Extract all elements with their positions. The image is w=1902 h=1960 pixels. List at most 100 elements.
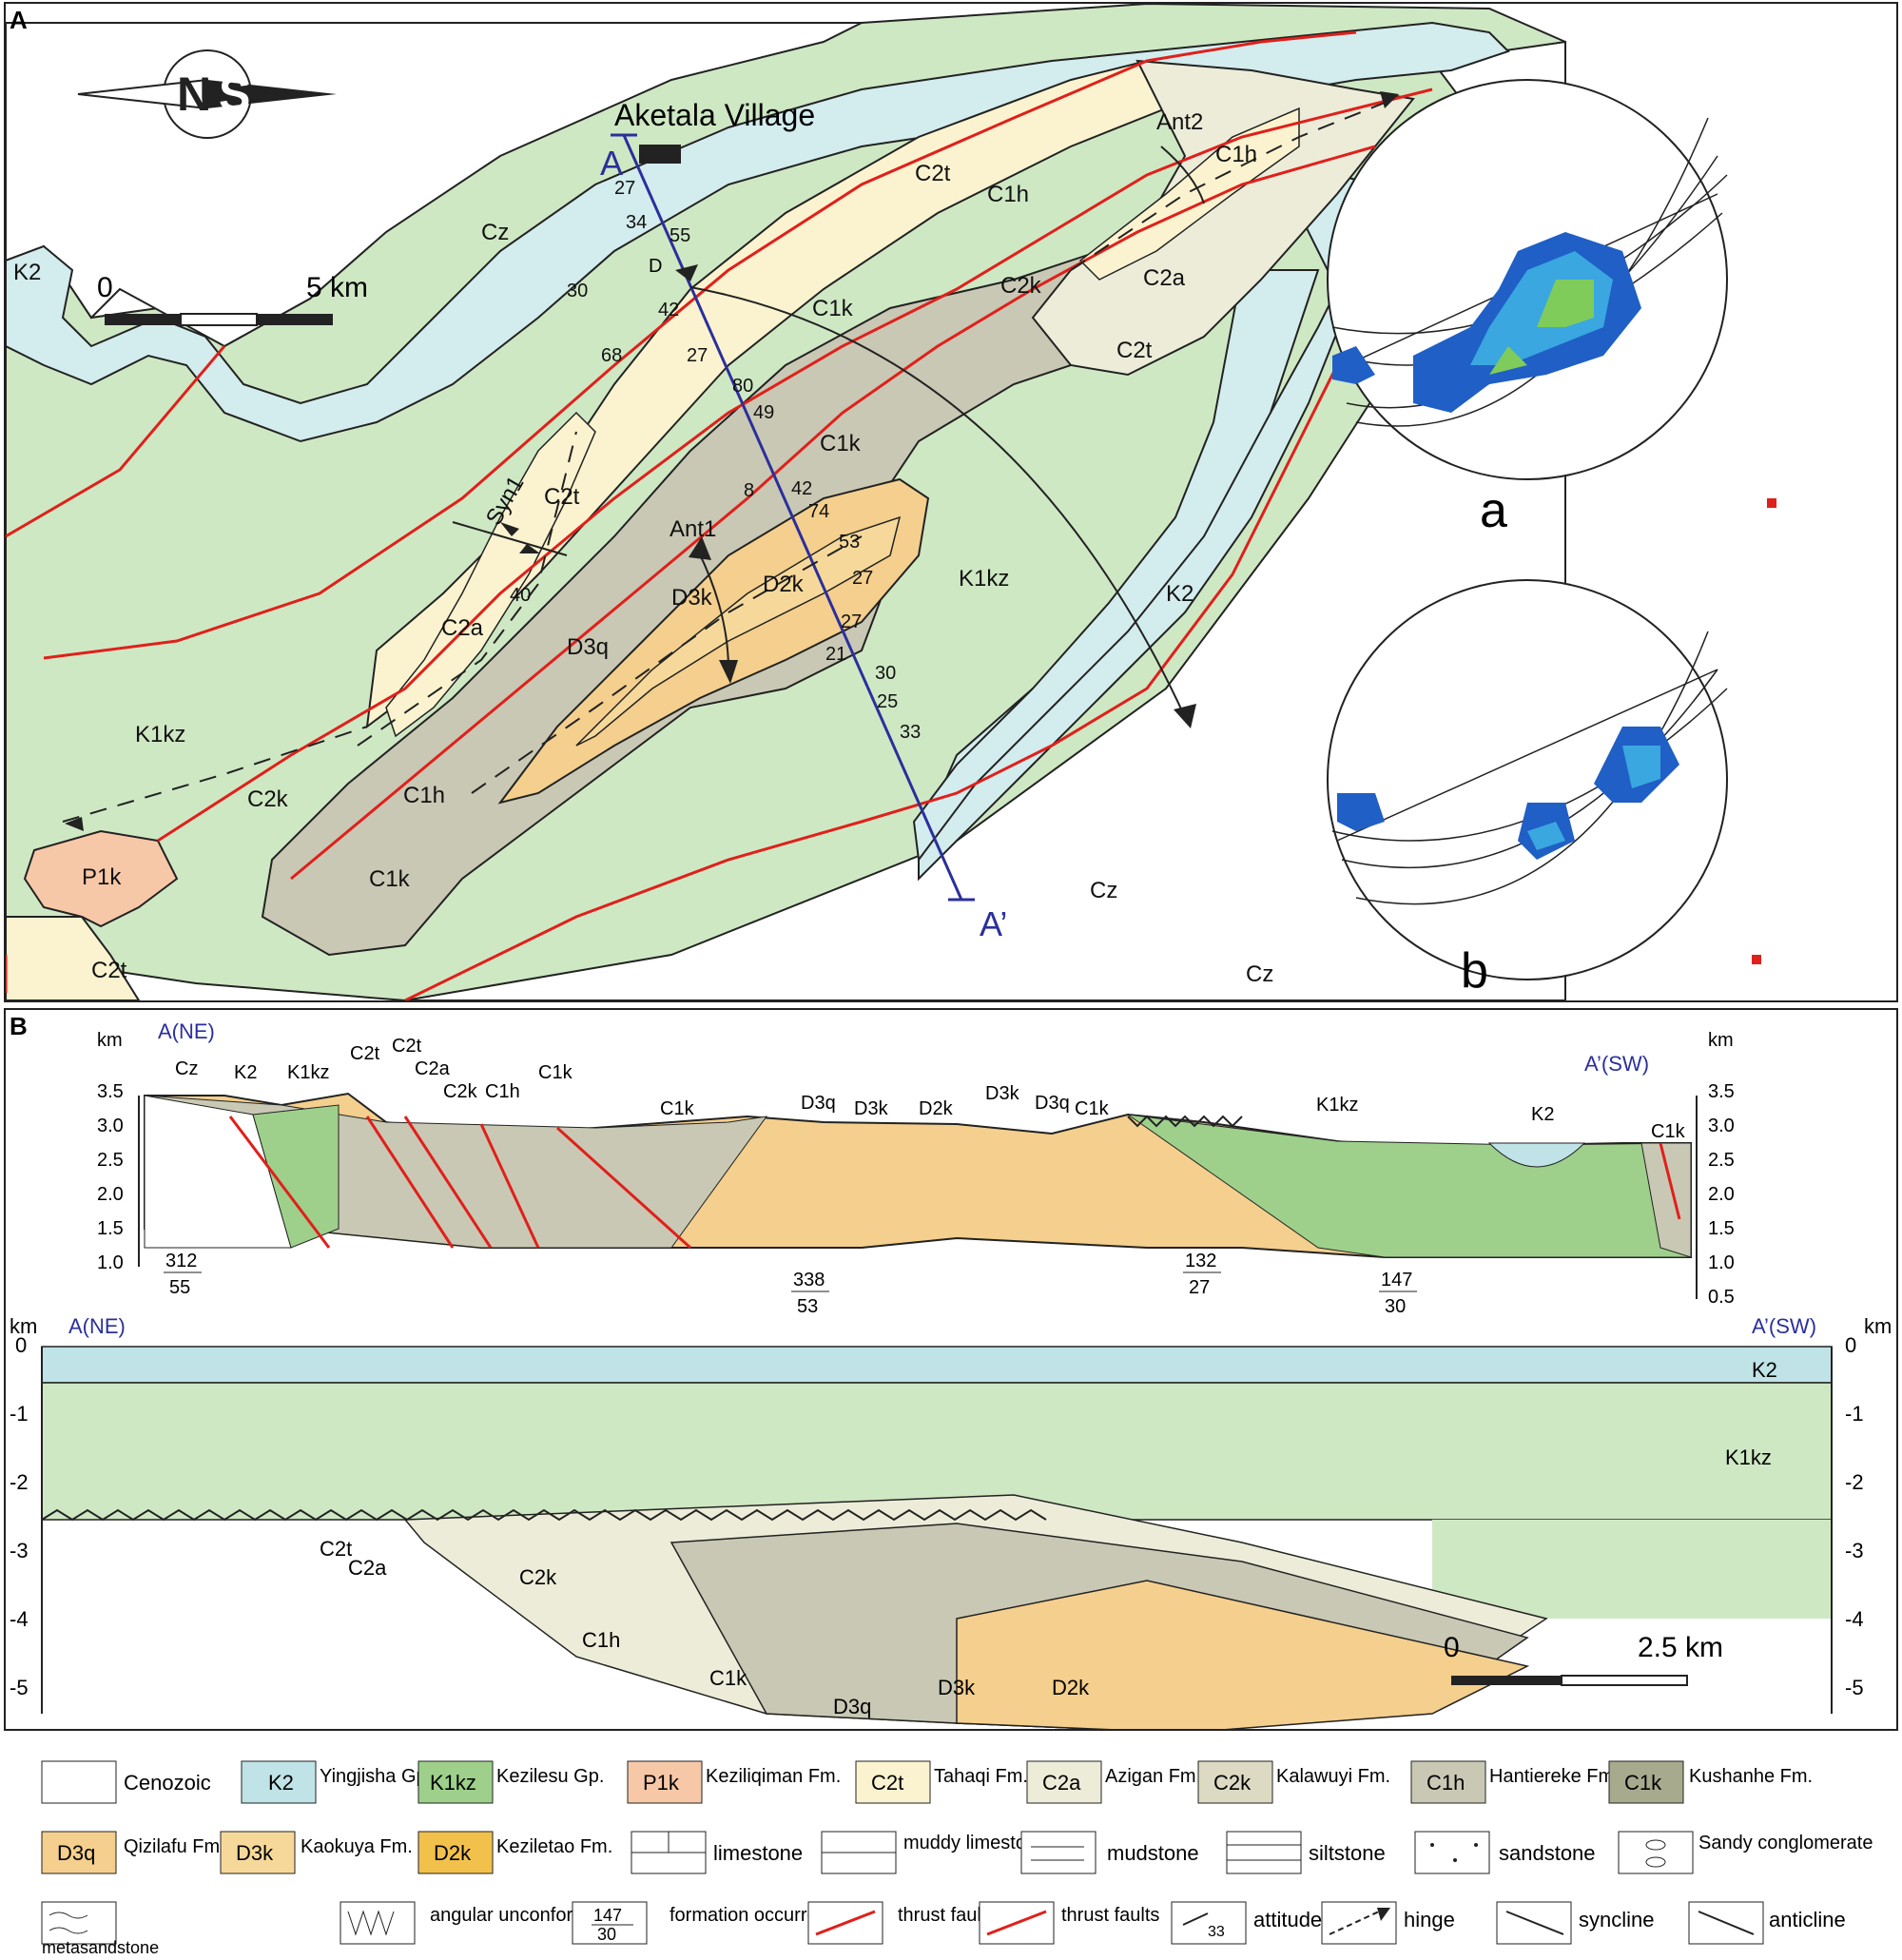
svg-text:C2a: C2a: [348, 1556, 387, 1580]
svg-text:D2k: D2k: [919, 1098, 954, 1119]
p1k-area: [23, 829, 179, 928]
svg-text:Keziliqiman Fm.: Keziliqiman Fm.: [706, 1766, 841, 1787]
panel-a-letter: A: [10, 6, 28, 34]
attitude-labels: 27 34 55 30 42 27 68 80 49 8 42 74 53 27…: [510, 178, 921, 743]
geologic-map: N S Aketala Village A A’ D A 0 5 km Cz C…: [4, 2, 1896, 1002]
svg-text:C1k: C1k: [1624, 1771, 1662, 1795]
svg-text:C1k: C1k: [538, 1062, 573, 1083]
svg-text:Kezilesu Gp.: Kezilesu Gp.: [496, 1766, 604, 1787]
section-a-prime-label: A’: [980, 904, 1007, 943]
svg-text:C1h: C1h: [485, 1081, 520, 1102]
svg-text:25: 25: [877, 691, 898, 712]
svg-text:C2a: C2a: [415, 1058, 451, 1079]
lower-end-right: A’(SW): [1752, 1314, 1816, 1338]
svg-text:33: 33: [900, 722, 921, 743]
svg-text:27: 27: [841, 611, 862, 632]
svg-text:angular unconformity: angular unconformity: [430, 1905, 608, 1926]
lower-unconformity: [41, 1508, 1047, 1522]
svg-text:34: 34: [626, 212, 647, 233]
section-scale-bar: 0 2.5 km: [1444, 1632, 1723, 1686]
svg-text:Keziletao Fm.: Keziletao Fm.: [496, 1836, 612, 1857]
svg-text:27: 27: [852, 568, 873, 589]
svg-text:Azigan Fm.: Azigan Fm.: [1105, 1766, 1201, 1787]
svg-text:K2: K2: [234, 1062, 257, 1083]
upper-end-right: A’(SW): [1584, 1052, 1649, 1076]
svg-text:-4: -4: [1845, 1607, 1864, 1631]
svg-text:muddy limestone: muddy limestone: [903, 1833, 1047, 1853]
upper-end-left: A(NE): [158, 1019, 215, 1043]
svg-text:D2k: D2k: [1052, 1676, 1090, 1699]
svg-text:42: 42: [658, 300, 679, 320]
lower-k1kz-layer: [41, 1382, 1833, 1521]
svg-text:mudstone: mudstone: [1107, 1841, 1199, 1865]
svg-text:27: 27: [687, 345, 708, 366]
unit-label: C1h: [1215, 142, 1257, 167]
svg-text:D3q: D3q: [801, 1093, 836, 1114]
svg-text:-5: -5: [1845, 1676, 1864, 1699]
svg-text:1.5: 1.5: [1708, 1218, 1735, 1239]
svg-text:0: 0: [97, 272, 113, 303]
svg-text:Qizilafu Fm.: Qizilafu Fm.: [124, 1836, 225, 1857]
svg-text:D3q: D3q: [833, 1695, 871, 1718]
compass-n: N: [177, 68, 211, 121]
svg-text:Kalawuyi Fm.: Kalawuyi Fm.: [1276, 1766, 1390, 1787]
upper-axis-left: km 3.5 3.0 2.5 2.0 1.5 1.0: [97, 1030, 124, 1273]
svg-text:thrust faults: thrust faults: [898, 1905, 996, 1926]
svg-text:147: 147: [593, 1906, 622, 1925]
svg-text:0: 0: [1444, 1632, 1460, 1663]
unit-label: C2k: [247, 786, 289, 812]
section-line: [622, 134, 963, 901]
svg-text:1.0: 1.0: [97, 1252, 124, 1273]
svg-text:53: 53: [797, 1296, 818, 1317]
svg-text:147: 147: [1381, 1270, 1412, 1290]
svg-text:42: 42: [791, 478, 812, 499]
svg-text:0: 0: [1845, 1333, 1856, 1357]
svg-text:30: 30: [567, 281, 588, 301]
svg-text:sandstone: sandstone: [1499, 1841, 1596, 1865]
svg-text:D3k: D3k: [938, 1676, 976, 1699]
compass-s: S: [219, 68, 250, 121]
map-scale-bar: 0 5 km: [97, 272, 368, 326]
svg-text:D2k: D2k: [434, 1841, 472, 1865]
svg-text:K1kz: K1kz: [287, 1062, 329, 1083]
svg-text:hinge: hinge: [1404, 1908, 1455, 1931]
unit-label: Cz: [1246, 961, 1273, 987]
svg-text:33: 33: [1208, 1924, 1225, 1940]
upper-unit-labels: Cz K2 K1kz C2t C2t C2a C2k C1h C1k C1k D…: [175, 1036, 1686, 1142]
svg-text:30: 30: [875, 663, 896, 684]
svg-text:D3k: D3k: [854, 1098, 889, 1119]
svg-text:0.5: 0.5: [1708, 1287, 1735, 1308]
svg-text:C2t: C2t: [871, 1771, 903, 1795]
svg-text:55: 55: [670, 225, 690, 246]
lower-axis-left: km 0 -1 -2 -3 -4 -5: [10, 1314, 37, 1699]
svg-text:metasandstone: metasandstone: [42, 1938, 159, 1955]
svg-text:3.5: 3.5: [97, 1081, 124, 1102]
unit-label: K1kz: [959, 566, 1009, 592]
svg-text:D3q: D3q: [57, 1841, 95, 1865]
svg-text:-5: -5: [10, 1676, 29, 1699]
svg-text:C1k: C1k: [660, 1098, 695, 1119]
svg-text:C2k: C2k: [519, 1565, 557, 1589]
k2-west: [5, 21, 1510, 443]
svg-text:K2: K2: [268, 1771, 294, 1795]
lower-axis-right: km 0 -1 -2 -3 -4 -5: [1845, 1314, 1892, 1699]
svg-text:Yingjisha Gp.: Yingjisha Gp.: [320, 1766, 432, 1787]
section-thrusts: [228, 1116, 1681, 1250]
unit-label: D3q: [567, 634, 609, 660]
svg-text:2.0: 2.0: [1708, 1184, 1735, 1205]
formation-occurrences: 312 55 338 53 132 27 147 30: [164, 1251, 1417, 1317]
section-a-label: A: [600, 144, 623, 183]
svg-text:D3q: D3q: [1035, 1093, 1070, 1114]
lower-k2-layer: [41, 1346, 1833, 1384]
svg-text:syncline: syncline: [1579, 1908, 1654, 1931]
unit-label: C1k: [820, 431, 862, 456]
svg-text:K2: K2: [1752, 1358, 1777, 1382]
unit-label: C1k: [812, 296, 854, 321]
unit-label: Cz: [1090, 878, 1117, 903]
unit-label: P1k: [82, 864, 122, 890]
svg-text:-1: -1: [10, 1402, 29, 1426]
svg-text:40: 40: [510, 585, 531, 606]
village-marker: [639, 145, 681, 164]
svg-text:D3k: D3k: [236, 1841, 274, 1865]
svg-text:K1kz: K1kz: [1316, 1095, 1358, 1116]
